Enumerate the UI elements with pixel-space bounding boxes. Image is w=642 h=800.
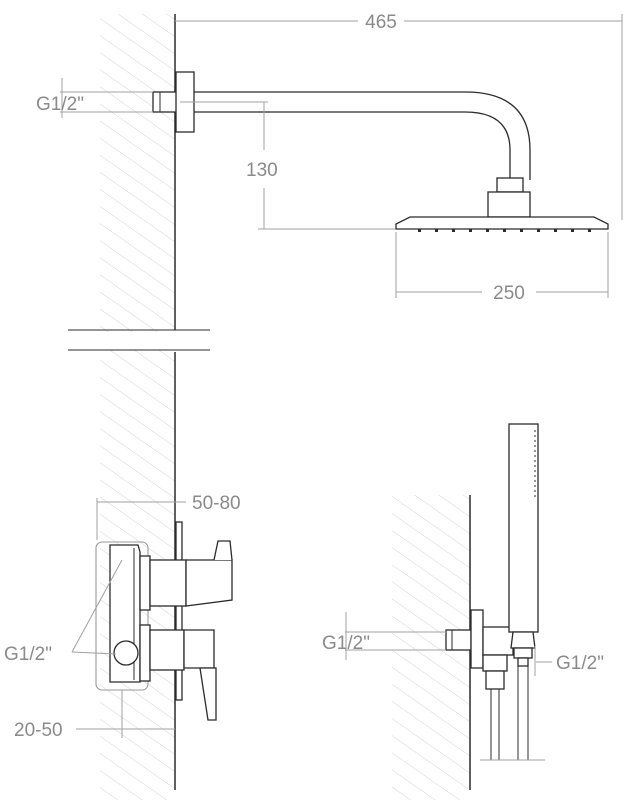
dim-mixer-connections-label: G1/2" (4, 644, 52, 665)
mixer-handle-lever (199, 667, 217, 721)
mixer-handle-base (149, 629, 185, 671)
diverter-lever (213, 540, 233, 561)
diverter-body (149, 559, 187, 607)
handshower-wall-nipple (445, 629, 472, 651)
head-connector-block (487, 191, 531, 218)
mixer-connection-port (113, 640, 139, 666)
shower-head-plate (395, 216, 609, 230)
dim-overall-width-label: 465 (365, 12, 397, 33)
nozzle (435, 229, 438, 232)
handshower-outlet (482, 654, 508, 672)
nozzle (537, 229, 540, 232)
wall-inlet-nipple (152, 91, 178, 113)
dim-head-drop-label: 130 (246, 160, 278, 181)
dim-g12-mixer-leader-upper (71, 559, 123, 653)
dim-head-diameter-label: 250 (493, 283, 525, 304)
hand-shower-nut (517, 657, 529, 667)
hand-shower-cone (510, 631, 536, 649)
arm-connector-ring (496, 177, 524, 193)
handshower-bracket-flange (470, 609, 484, 669)
nozzle (503, 229, 506, 232)
hand-shower-handle (508, 423, 539, 633)
overhead-shower (152, 71, 609, 232)
diverter-knob (185, 559, 233, 607)
hand-shower-connector (513, 647, 533, 659)
nozzle (418, 229, 421, 232)
dim-handshower-inlet-label: G1/2" (322, 633, 370, 654)
dim-handshower-outlet-label: G1/2" (556, 653, 604, 674)
upper-stem-sleeve (139, 555, 151, 611)
hand-shower-set (445, 423, 545, 761)
shower-arm-top-edge (194, 91, 531, 180)
nozzle (469, 229, 472, 232)
nozzle (588, 229, 591, 232)
dim-wall-connection-label: G1/2" (36, 94, 84, 115)
mixer-handle-body (183, 629, 215, 669)
handshower-dimensions: G1/2" G1/2" (322, 612, 604, 676)
nozzle (486, 229, 489, 232)
cover-plate (175, 521, 183, 701)
mixer-dimensions: 50-80 G1/2" 20-50 (4, 493, 241, 741)
concealed-mixer (95, 521, 233, 721)
handshower-hose-nut (485, 670, 505, 690)
dim-g12-mixer-leader-lower (71, 651, 117, 655)
nozzle (571, 229, 574, 232)
dim-mixer-depth-label: 20-50 (14, 720, 63, 741)
nozzle (554, 229, 557, 232)
lower-stem-sleeve (139, 624, 151, 682)
shower-arm-bottom-edge (194, 111, 511, 180)
nozzle (452, 229, 455, 232)
shower-head-nozzles (418, 229, 591, 232)
wall-hatch-upper (100, 14, 175, 332)
overhead-dimensions: 465 G1/2" 130 250 (36, 12, 623, 304)
dim-mixer-projection-label: 50-80 (192, 493, 241, 514)
nozzle (520, 229, 523, 232)
